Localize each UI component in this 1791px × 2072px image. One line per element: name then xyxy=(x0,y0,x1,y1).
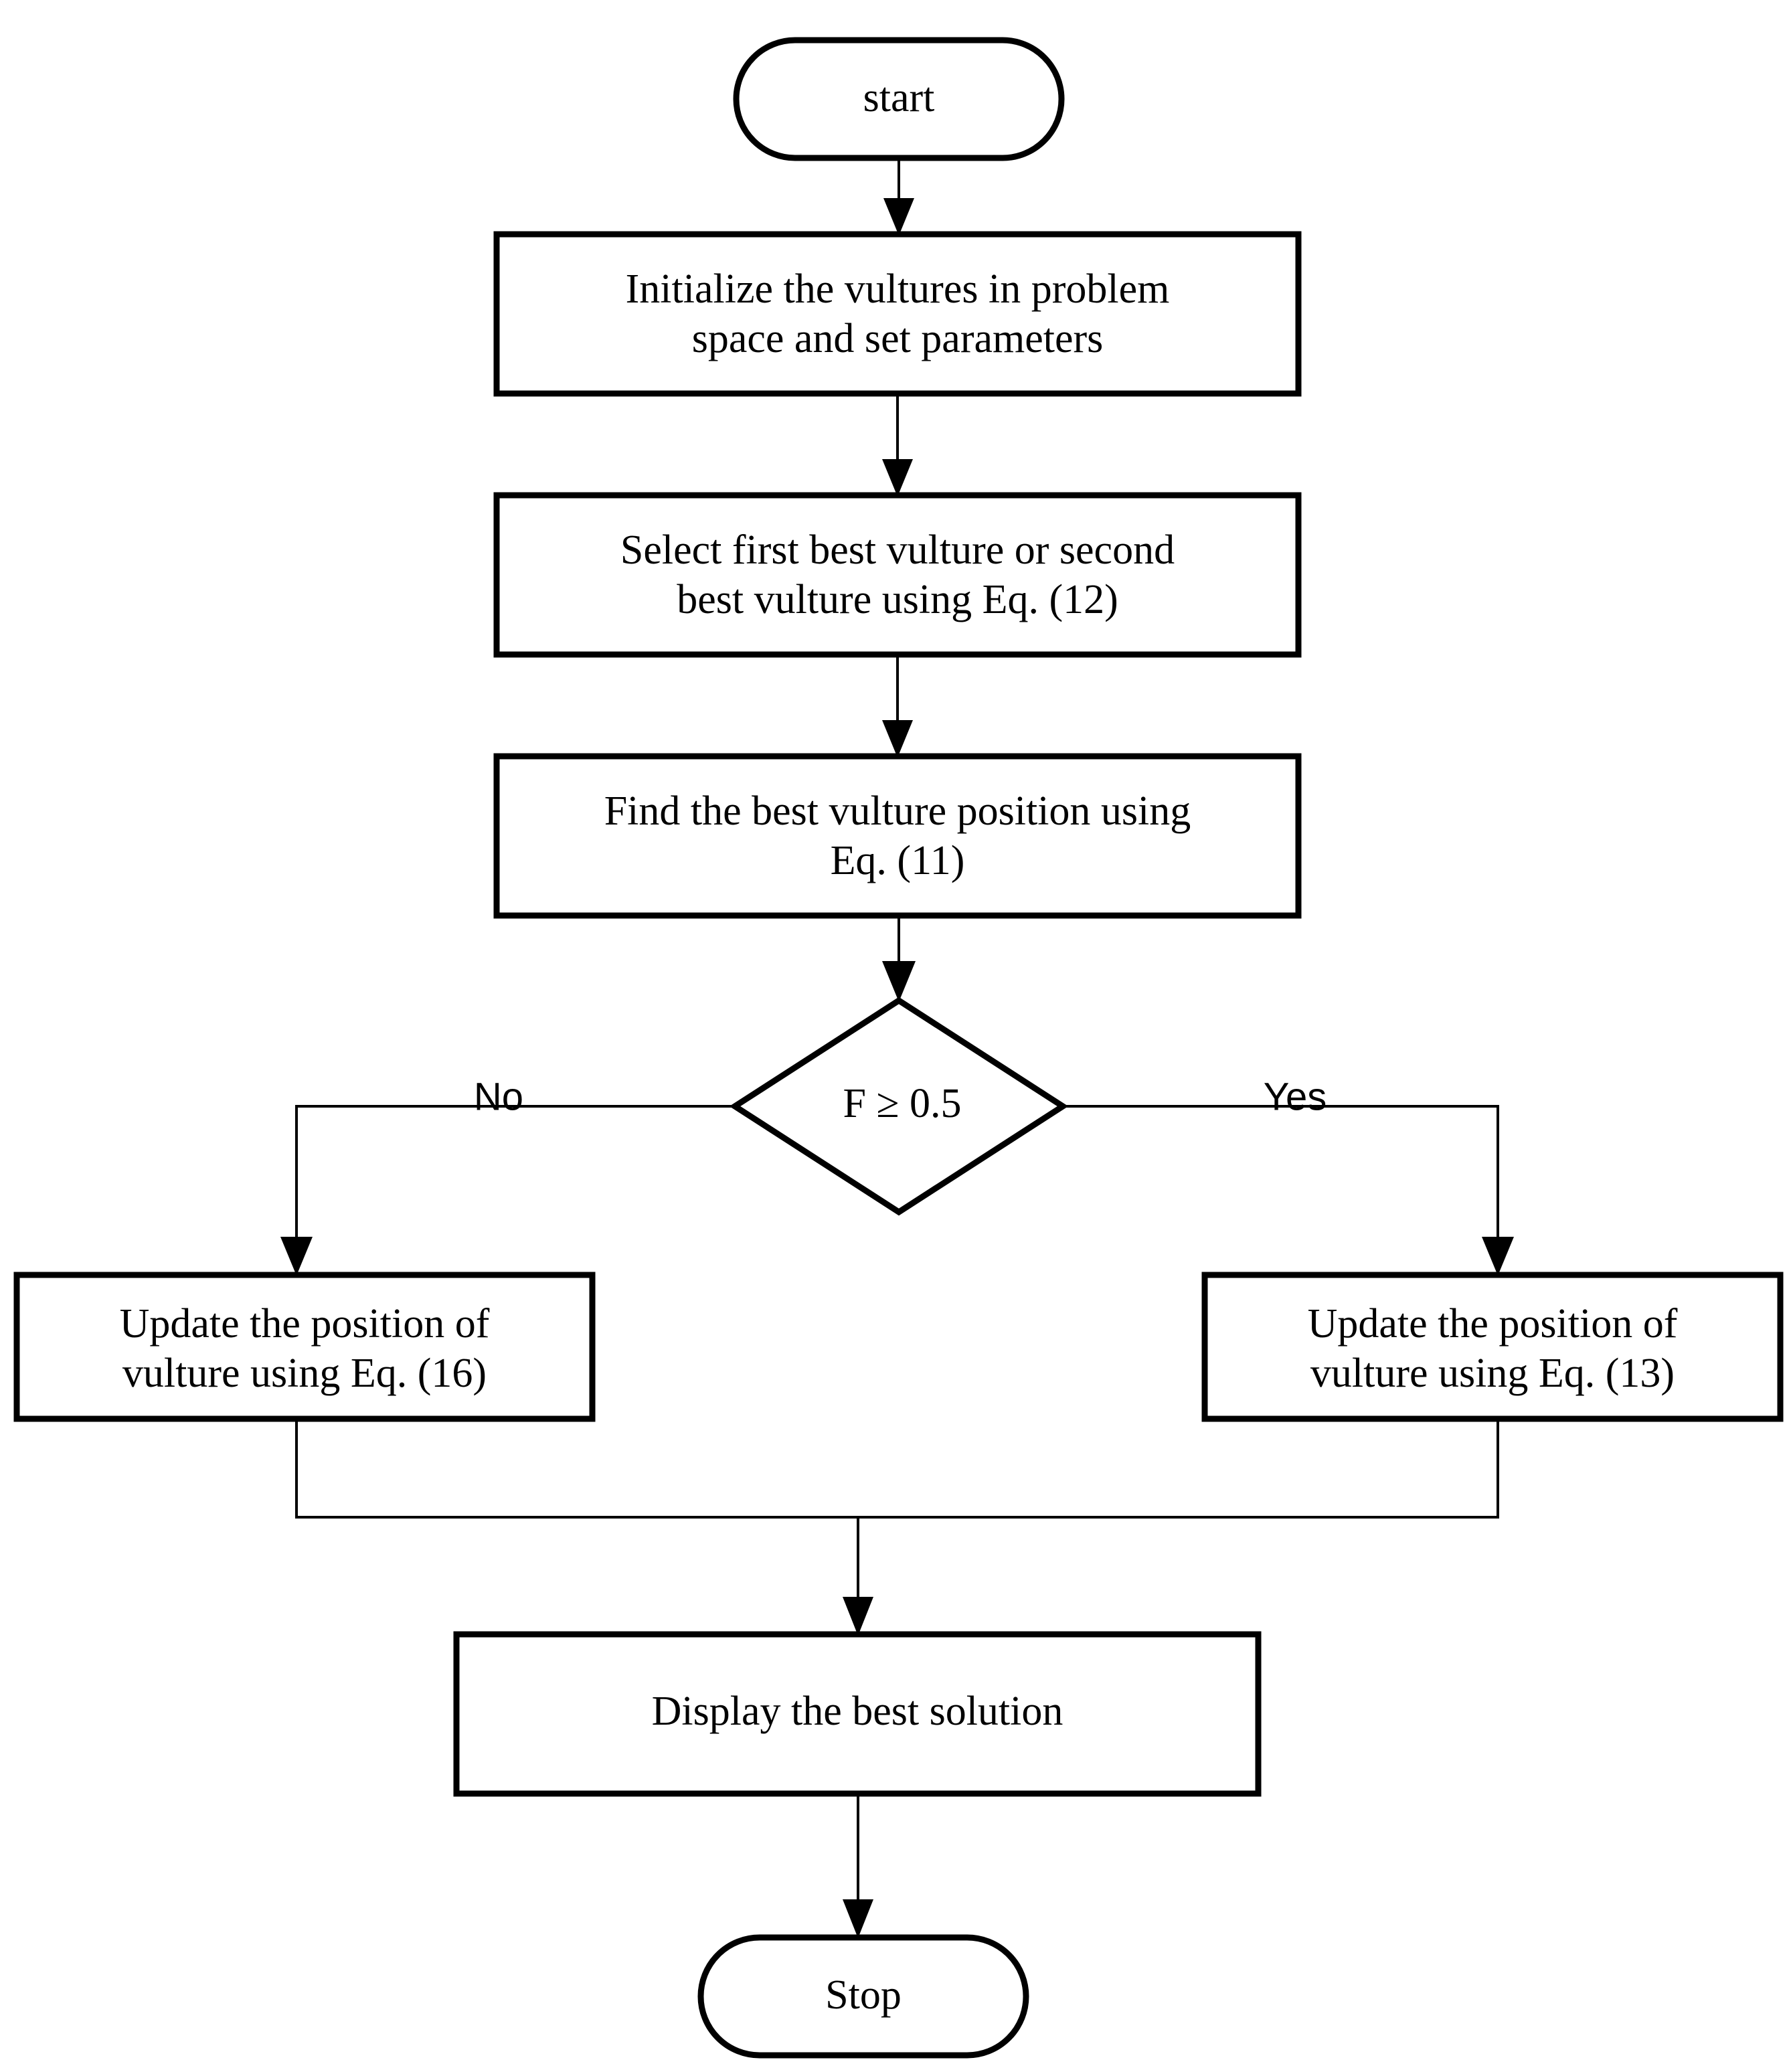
find-best-position-box-shape xyxy=(493,753,1302,919)
decision-diamond-shape xyxy=(729,997,1069,1216)
edge-update-right-display xyxy=(858,1419,1499,1519)
edge-select-find xyxy=(882,655,913,758)
update-right-box-shape xyxy=(1201,1272,1784,1422)
node-start[interactable]: start xyxy=(733,37,1065,161)
update-left-label-line2: vulture using Eq. (16) xyxy=(122,1351,487,1396)
update-left-box-shape xyxy=(13,1272,596,1422)
edge-update-left-display xyxy=(295,1419,858,1519)
edge-find-decision xyxy=(882,916,916,1002)
display-solution-label: Display the best solution xyxy=(652,1689,1063,1734)
start-label: start xyxy=(863,75,935,120)
node-find-best-position[interactable]: Find the best vulture position using Eq.… xyxy=(493,753,1302,919)
select-vulture-box-shape xyxy=(493,492,1302,658)
initialize-label-line1: Initialize the vultures in problem xyxy=(626,266,1170,312)
node-stop[interactable]: Stop xyxy=(697,1934,1029,2059)
decision-label: F ≥ 0.5 xyxy=(843,1081,961,1126)
display-solution-box-shape xyxy=(453,1631,1262,1797)
find-best-position-label-line2: Eq. (11) xyxy=(831,838,965,883)
select-vulture-label-line1: Select first best vulture or second xyxy=(620,527,1175,573)
initialize-label-line2: space and set parameters xyxy=(692,316,1104,361)
edge-decision-update-right xyxy=(1063,1105,1514,1276)
edge-display-stop xyxy=(843,1794,873,1938)
update-left-label-line1: Update the position of xyxy=(120,1301,490,1347)
node-initialize[interactable]: Initialize the vultures in problem space… xyxy=(493,231,1302,397)
update-right-label-line1: Update the position of xyxy=(1308,1301,1678,1347)
node-update-right[interactable]: Update the position of vulture using Eq.… xyxy=(1201,1272,1784,1422)
initialize-box-shape xyxy=(493,231,1302,397)
edge-merge-display xyxy=(843,1517,873,1636)
node-display-solution[interactable]: Display the best solution xyxy=(453,1631,1262,1797)
node-update-left[interactable]: Update the position of vulture using Eq.… xyxy=(13,1272,596,1422)
find-best-position-label-line1: Find the best vulture position using xyxy=(604,788,1191,834)
edge-initialize-select xyxy=(882,394,913,497)
branch-label-yes: Yes xyxy=(1264,1075,1327,1118)
select-vulture-label-line2: best vulture using Eq. (12) xyxy=(677,577,1118,622)
start-terminator-shape xyxy=(733,37,1065,161)
edge-decision-update-left xyxy=(280,1105,735,1276)
node-select-vulture[interactable]: Select first best vulture or second best… xyxy=(493,492,1302,658)
update-right-label-line2: vulture using Eq. (13) xyxy=(1310,1351,1675,1396)
branch-label-no: No xyxy=(474,1075,523,1118)
stop-label: Stop xyxy=(825,1972,902,2018)
edge-start-initialize xyxy=(883,158,914,236)
stop-terminator-shape xyxy=(697,1934,1029,2059)
node-decision-f[interactable]: F ≥ 0.5 xyxy=(729,997,1069,1216)
